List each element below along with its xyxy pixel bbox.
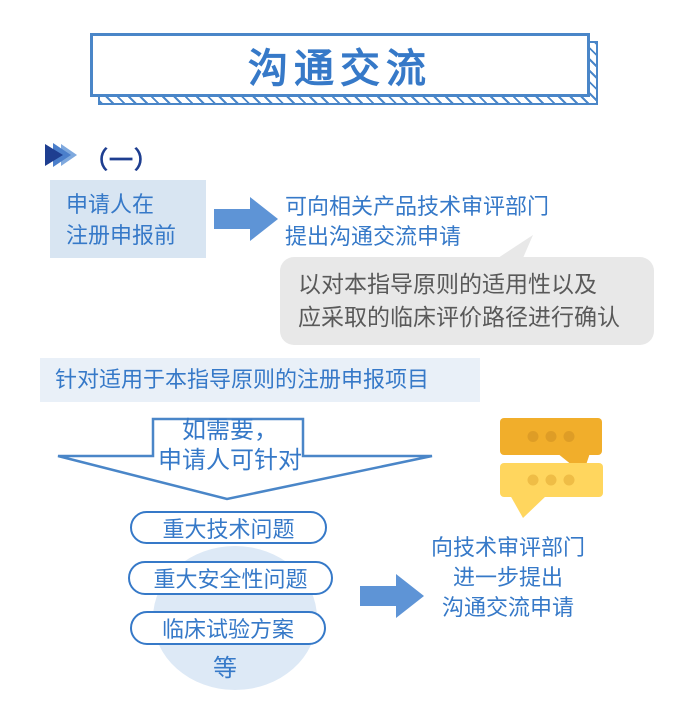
- funnel-line1: 如需要，: [182, 417, 278, 444]
- funnel-line2: 申请人可针对: [158, 447, 302, 474]
- note-bubble: 以对本指导原则的适用性以及 应采取的临床评价路径进行确认: [280, 257, 654, 345]
- topic-pill-safety: 重大安全性问题: [128, 561, 333, 595]
- fast-forward-icon: [45, 143, 78, 172]
- page-title-banner: 沟通交流: [90, 33, 590, 97]
- topic-pill-clinical-trial: 临床试验方案: [130, 611, 326, 645]
- page-title: 沟通交流: [248, 47, 432, 91]
- step1-result-line1: 可向相关产品技术审评部门: [285, 194, 550, 219]
- funnel-text: 如需要， 申请人可针对: [140, 416, 320, 476]
- step2-result-text: 向技术审评部门 进一步提出 沟通交流申请: [408, 533, 608, 623]
- funnel-down-arrow: [40, 410, 440, 510]
- note-line2: 应采取的临床评价路径进行确认: [298, 304, 620, 330]
- applicant-stage-line1: 申请人在: [66, 192, 155, 217]
- step1-result-line2: 提出沟通交流申请: [285, 224, 462, 249]
- topic-pill-technical-label: 重大技术问题: [162, 516, 295, 542]
- applicant-stage-line2: 注册申报前: [66, 223, 177, 248]
- section-marker: （一）: [45, 140, 159, 175]
- scope-band-text: 针对适用于本指导原则的注册申报项目: [55, 367, 430, 392]
- etc-label: 等: [213, 655, 237, 682]
- topic-pill-safety-label: 重大安全性问题: [153, 567, 308, 592]
- step2-result-line2: 进一步提出: [452, 565, 563, 590]
- step1-result-text: 可向相关产品技术审评部门 提出沟通交流申请: [285, 192, 549, 252]
- applicant-stage-box: 申请人在 注册申报前: [50, 180, 206, 258]
- note-line1: 以对本指导原则的适用性以及: [298, 271, 597, 297]
- arrow-right-icon: [214, 197, 278, 246]
- note-bubble-tail: [493, 235, 541, 264]
- arrow-right-icon: [360, 574, 424, 623]
- step2-result-line1: 向技术审评部门: [430, 535, 585, 560]
- topic-pill-technical: 重大技术问题: [130, 511, 327, 544]
- step2-result-line3: 沟通交流申请: [441, 595, 574, 620]
- chat-bubbles-icon: [490, 413, 610, 528]
- topic-pill-clinical-trial-label: 临床试验方案: [161, 617, 294, 642]
- scope-band: 针对适用于本指导原则的注册申报项目: [40, 358, 480, 402]
- section-marker-label: （一）: [84, 147, 159, 174]
